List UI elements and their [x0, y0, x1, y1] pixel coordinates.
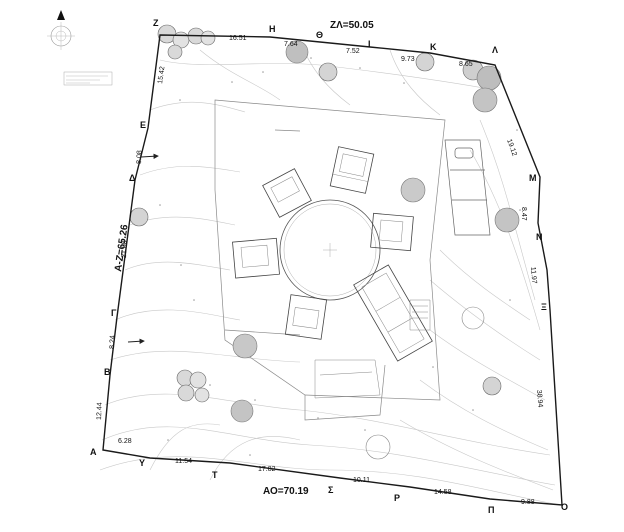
tree-icon	[230, 399, 254, 423]
unit-north	[329, 146, 375, 194]
dimension-g-d: 21.08	[121, 240, 129, 258]
vertex-label-s: Σ	[328, 485, 334, 495]
entrance-arrows	[127, 153, 159, 344]
unit-southeast	[353, 264, 433, 362]
dimension-b-g: 8.24	[109, 335, 116, 349]
parking-area	[444, 139, 491, 236]
dimension-z-h: 16.51	[229, 35, 247, 42]
tree-icon	[365, 434, 391, 460]
tree-icon	[232, 333, 258, 359]
vertex-label-m: Μ	[529, 173, 537, 183]
tree-icon	[176, 369, 210, 403]
tree-icon	[400, 177, 426, 203]
tree-icon	[318, 62, 338, 82]
central-courtyard	[279, 199, 381, 301]
dimension-a-b: 12.44	[96, 402, 104, 420]
vertex-label-z: Ζ	[153, 18, 159, 28]
tree-icon	[285, 40, 309, 64]
dimension-p-r: 14.58	[434, 489, 452, 496]
dimension-n-xi: 11.97	[529, 267, 537, 285]
terrace-marks	[314, 299, 431, 399]
dimension-y-a: 6.28	[118, 438, 132, 445]
elevation-marks	[159, 57, 521, 456]
vertex-label-l: Λ	[492, 45, 498, 55]
entrance-arrow-icon	[140, 153, 159, 159]
vertex-label-p: Π	[488, 505, 495, 515]
tree-icon	[157, 24, 216, 60]
dimension-th-i: 7.52	[346, 48, 360, 55]
total-zl-label: ΖΛ=50.05	[330, 20, 374, 31]
north-arrow-icon	[47, 10, 75, 50]
vertex-label-n: Ν	[536, 232, 543, 242]
dimension-o-p: 9.88	[521, 499, 535, 506]
trees	[129, 24, 520, 460]
dimension-i-k: 9.73	[401, 56, 415, 63]
vertex-label-a: Α	[90, 447, 97, 457]
dimension-l-m: 19.12	[505, 138, 518, 157]
vertex-label-k: Κ	[430, 42, 437, 52]
tree-icon	[129, 207, 149, 227]
dimension-s-t: 17.82	[258, 466, 276, 473]
vertex-label-t: Τ	[212, 470, 218, 480]
dimension-r-s: 10.11	[353, 477, 370, 484]
total-ao-label: ΑΟ=70.19	[263, 486, 309, 497]
dimension-d-e: 8.08	[136, 150, 143, 164]
vertex-label-h: Η	[269, 24, 276, 34]
dimension-t-y: 11.54	[175, 458, 192, 465]
title-block	[63, 71, 113, 86]
vertex-label-b: Β	[104, 367, 111, 377]
unit-southwest	[284, 294, 328, 340]
entrance-arrow-icon	[127, 338, 145, 344]
building-units	[232, 146, 433, 362]
vertex-labels: Ζ Η Θ Ι Κ Λ Μ Ν Ξ Ο Π Ρ Σ Τ Υ Α Β Γ Δ Ε	[90, 18, 568, 515]
unit-west	[232, 237, 280, 279]
vertex-label-d: Δ	[129, 173, 136, 183]
tree-icon	[415, 52, 435, 72]
vertex-label-y: Υ	[139, 458, 145, 468]
tree-icon	[494, 207, 520, 233]
vertex-label-xi: Ξ	[541, 302, 547, 312]
tree-icon	[461, 306, 485, 330]
dimension-k-l: 8.65	[459, 61, 473, 68]
vertex-label-r: Ρ	[394, 493, 400, 503]
tree-icon	[482, 376, 502, 396]
vertex-label-o: Ο	[561, 502, 568, 512]
dimension-h-th: 7.64	[284, 41, 298, 48]
vertex-label-e: Ε	[140, 120, 146, 130]
dimension-xi-o: 38.94	[535, 390, 544, 408]
tree-icon	[472, 87, 498, 113]
vertex-label-th: Θ	[316, 30, 323, 40]
unit-east	[370, 212, 414, 252]
dimension-e-z: 15.42	[157, 66, 166, 84]
unit-northwest	[262, 168, 312, 218]
property-boundary	[102, 34, 563, 506]
vertex-label-i: Ι	[368, 39, 371, 49]
vertex-label-g: Γ	[111, 308, 117, 318]
dimension-m-n: 8.47	[520, 207, 527, 221]
building-zone-outline	[214, 99, 446, 421]
